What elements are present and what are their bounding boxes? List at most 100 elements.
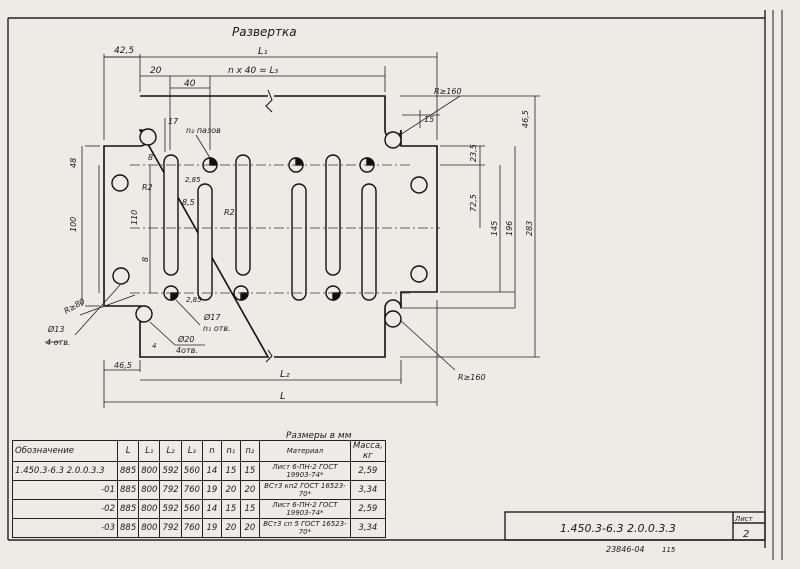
dim-2-85-b: 2,85: [186, 296, 202, 304]
header-L1: L₁: [138, 440, 161, 462]
cell-material: ВСт3 кп2 ГОСТ 16523-70*: [258, 480, 351, 500]
dim-23-5: 23,5: [469, 144, 478, 162]
cell-n: 14: [201, 461, 222, 481]
cell-mass: 3,34: [349, 518, 386, 538]
dim-20: 20: [150, 66, 162, 76]
dim-110: 110: [130, 210, 139, 225]
cell-designation: -01: [12, 480, 118, 500]
header-L: L: [116, 440, 140, 462]
table-row: 1.450.3-6.3 2.0.0.3.3 885 800 592 560 14…: [12, 461, 386, 481]
header-material: Материал: [258, 440, 351, 462]
dim-r80: R≥80: [63, 297, 87, 316]
mounting-holes: [111, 128, 428, 328]
dim-145: 145: [490, 221, 499, 236]
cell-mass: 2,59: [349, 461, 386, 481]
cell-L2: 592: [159, 499, 182, 519]
frame: [7, 10, 783, 560]
dim-hole-17: Ø17: [203, 312, 221, 322]
cell-designation: 1.450.3-6.3 2.0.0.3.3: [12, 461, 118, 481]
cell-material: Лист 6-ПН-2 ГОСТ 19903-74*: [258, 461, 351, 481]
dim-15: 15: [424, 115, 434, 124]
header-mass: Масса, кг: [349, 440, 386, 462]
dim-r2-b: R2: [224, 208, 235, 217]
cell-L: 885: [116, 480, 140, 500]
dim-100: 100: [69, 217, 78, 232]
dim-283: 283: [525, 221, 534, 236]
header-n1: n₁: [220, 440, 241, 462]
title-block-sheet-number: 2: [743, 529, 749, 540]
cell-n2: 15: [239, 499, 260, 519]
drawing-title: Развертка: [232, 25, 297, 39]
header-L2: L₂: [159, 440, 182, 462]
cell-n2: 20: [239, 480, 260, 500]
dim-r160-top: R≥160: [434, 87, 462, 96]
dim-4: 4: [152, 342, 156, 350]
label-n2-pazov: n₂ пазов: [186, 126, 221, 135]
cell-n1: 15: [220, 461, 241, 481]
cell-designation: -02: [12, 499, 118, 519]
dim-hole-20: Ø20: [177, 334, 194, 344]
dim-L2: L₂: [280, 369, 290, 380]
dim-72-5: 72,5: [469, 194, 478, 212]
cell-L2: 792: [159, 518, 182, 538]
cell-L1: 800: [138, 518, 161, 538]
dim-L1: L₁: [258, 46, 268, 57]
cell-n1: 20: [220, 518, 241, 538]
cell-material: ВСт3 сп 5 ГОСТ 16523-70*: [258, 518, 351, 538]
dim-2-85: 2,85: [185, 176, 201, 184]
cell-L1: 800: [138, 499, 161, 519]
dim-46-5-top: 46,5: [521, 110, 530, 128]
cell-L: 885: [116, 499, 140, 519]
cell-material: Лист 6-ПН-2 ГОСТ 19903-74*: [258, 499, 351, 519]
header-n2: n₂: [239, 440, 260, 462]
footer-number: 23846-04: [606, 545, 645, 554]
header-designation: Обозначение: [12, 440, 118, 462]
cell-n: 19: [201, 480, 222, 500]
table-caption: Размеры в мм: [286, 431, 352, 441]
label-4-holes-b: 4отв.: [176, 346, 198, 355]
cell-L: 885: [116, 518, 140, 538]
drawing-texts: Развертка 42,5 L₁ 20 n x 40 = L₃ 40 R≥16…: [46, 25, 534, 402]
dimension-lines: [45, 52, 540, 408]
cell-n: 14: [201, 499, 222, 519]
cell-L3: 760: [180, 480, 203, 500]
cell-n1: 20: [220, 480, 241, 500]
dim-r160-bot: R≥160: [458, 373, 486, 382]
cell-n1: 15: [220, 499, 241, 519]
footer-page: 115: [662, 546, 676, 554]
dim-17: 17: [168, 117, 179, 126]
cell-L3: 560: [180, 461, 203, 481]
title-block-code: 1.450.3-6.3 2.0.0.3.3: [560, 522, 676, 535]
dim-40: 40: [184, 79, 196, 89]
cell-L1: 800: [138, 461, 161, 481]
dim-nx40: n x 40 = L₃: [228, 66, 278, 76]
slots: [163, 154, 377, 301]
dim-8-top: 8: [148, 153, 153, 162]
cell-L2: 592: [159, 461, 182, 481]
cell-n: 19: [201, 518, 222, 538]
cell-L2: 792: [159, 480, 182, 500]
dimensions-table: Обозначение L L₁ L₂ L₃ n n₁ n₂ Материал …: [12, 440, 386, 538]
table-row: -01 885 800 792 760 19 20 20 ВСт3 кп2 ГО…: [12, 480, 386, 500]
table-row: -02 885 800 592 560 14 15 15 Лист 6-ПН-2…: [12, 499, 386, 519]
cell-mass: 2,59: [349, 499, 386, 519]
dim-42-5: 42,5: [114, 46, 134, 56]
dim-46-5-bot: 46,5: [114, 361, 132, 370]
cell-n2: 15: [239, 461, 260, 481]
header-L3: L₃: [180, 440, 203, 462]
dim-8-5: 8,5: [182, 198, 195, 207]
cell-mass: 3,34: [349, 480, 386, 500]
cell-n2: 20: [239, 518, 260, 538]
dim-48: 48: [69, 158, 78, 168]
table-row: -03 885 800 792 760 19 20 20 ВСт3 сп 5 Г…: [12, 518, 386, 538]
label-n1-holes: n₁ отв.: [203, 324, 231, 333]
centre-lines: [130, 164, 440, 294]
table-header-row: Обозначение L L₁ L₂ L₃ n n₁ n₂ Материал …: [12, 440, 386, 462]
cell-L3: 760: [180, 518, 203, 538]
dim-8-bot: 8: [141, 257, 150, 262]
cell-designation: -03: [12, 518, 118, 538]
cell-L: 885: [116, 461, 140, 481]
cell-L1: 800: [138, 480, 161, 500]
